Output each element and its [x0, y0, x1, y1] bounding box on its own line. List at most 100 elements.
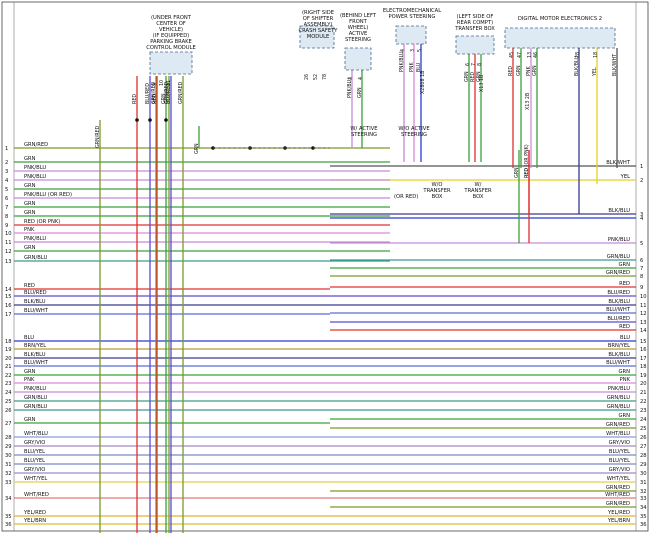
- right-row-label: GRN: [618, 413, 630, 419]
- right-row-number: 34: [640, 505, 647, 511]
- left-row-label: PNK/BLU: [24, 165, 46, 171]
- right-row-number: 14: [640, 328, 647, 334]
- pin-number: 4: [358, 77, 364, 80]
- vertical-wire-label: PNK: [409, 62, 415, 72]
- left-row-label: GRN/BLU: [24, 404, 47, 410]
- left-row-label: RED (OR PNK): [24, 219, 60, 225]
- right-row-label: BLK/WHT: [606, 160, 631, 166]
- right-row-label: GRN/BLU: [607, 395, 630, 401]
- left-row-label: WHT/BLU: [24, 431, 48, 437]
- vertical-wire-label: PNK: [526, 66, 532, 76]
- right-row-label: BLU/RED: [607, 290, 630, 296]
- vertical-wire-label: GRN: [476, 71, 482, 82]
- left-row-label: BLK/BLU: [24, 299, 46, 305]
- module-layer: [149, 25, 616, 75]
- right-row-label: BLU/WHT: [606, 360, 631, 366]
- pbcm-label-4: (IF EQUIPPED): [153, 33, 189, 39]
- right-row-label: RED: [619, 281, 630, 287]
- left-row-number: 16: [5, 303, 12, 309]
- left-row-number: 13: [5, 259, 12, 265]
- right-row-number: 7: [640, 266, 643, 272]
- left-row-number: 30: [5, 453, 12, 459]
- pin-number: 26: [304, 74, 310, 80]
- vertical-wire-label: RED: [152, 94, 158, 104]
- right-row-label: WHT/YEL: [607, 476, 630, 482]
- pin-number: 5: [417, 49, 423, 52]
- csm-label-4: CRASH SAFETY: [299, 28, 339, 34]
- left-row-number: 33: [5, 480, 12, 486]
- left-row-number: 11: [5, 240, 12, 246]
- right-row-label: GRN/BLU: [607, 404, 630, 410]
- vertical-wire-label: GRN: [532, 65, 538, 76]
- left-row-label: GRN: [24, 369, 36, 375]
- vertical-wire-label: PNK/BLU: [399, 51, 405, 72]
- vertical-wire-label: BLK/WHT: [612, 54, 618, 76]
- splice-dot: [148, 118, 152, 122]
- w-transfer-note-1: W/: [475, 182, 482, 188]
- right-row-number: 18: [640, 364, 647, 370]
- parking-brake-module-box: [149, 51, 193, 75]
- pbcm-label-5: PARKING BRAKE: [150, 39, 192, 45]
- left-row-label: GRN: [24, 201, 36, 207]
- left-row-number: 7: [5, 205, 8, 211]
- right-row-label: BLK/BLU: [608, 352, 630, 358]
- left-row-number: 15: [5, 294, 12, 300]
- left-row-label: BLU/YEL: [24, 458, 45, 464]
- csm-label-3: ASSEMBLY): [304, 22, 333, 28]
- left-row-number: 3: [5, 169, 8, 175]
- left-row-number: 36: [5, 522, 12, 528]
- left-row-label: GRN: [24, 245, 36, 251]
- vertical-wire-label: GRN: [516, 65, 522, 76]
- left-row-number: 6: [5, 196, 8, 202]
- right-row-label: PNK/BLU: [608, 386, 630, 392]
- pin-number: 10: [159, 80, 165, 86]
- vertical-wire-label: GRN: [514, 167, 520, 178]
- pin-number: 11: [166, 80, 172, 86]
- dme2-label: DIGITAL MOTOR ELECTRONICS 2: [518, 16, 602, 22]
- right-row-label: GRY/VIO: [609, 467, 630, 473]
- act-label-5: STEERING: [345, 37, 371, 43]
- vertical-wire-label: GRN/RED: [164, 81, 170, 104]
- right-row-label: YEL: [620, 174, 630, 180]
- right-row-label: GRN: [618, 262, 630, 268]
- pin-number: 52: [313, 74, 319, 80]
- left-row-number: 31: [5, 462, 12, 468]
- row-labels: 1GRN/RED2GRN3PNK/BLU4PNK/BLU5GRN6PNK/BLU…: [5, 142, 647, 528]
- connector-label: X13 2B: [525, 93, 531, 110]
- right-row-number: 27: [640, 444, 647, 450]
- pin-number: 13: [527, 52, 533, 58]
- pin-number: 3: [410, 49, 416, 52]
- right-row-label: PNK: [620, 377, 631, 383]
- right-row-number: 17: [640, 356, 647, 362]
- right-row-number: 15: [640, 339, 647, 345]
- w-active-note-2: STEERING: [351, 132, 377, 138]
- left-row-label: PNK: [24, 227, 35, 233]
- pin-number: 47: [517, 52, 523, 58]
- right-row-label: BLK/BLU: [608, 208, 630, 214]
- vertical-wire-label: BLU/RED: [145, 83, 151, 104]
- right-row-label: WHT/RED: [605, 492, 630, 498]
- left-row-label: YEL/RED: [23, 510, 46, 516]
- right-row-label: BLU/RED: [607, 316, 630, 322]
- right-row-number: 33: [640, 496, 647, 502]
- right-row-number: 32: [640, 489, 647, 495]
- right-row-label: GRN/RED: [606, 270, 630, 276]
- right-row-number: 19: [640, 373, 647, 379]
- vertical-wire-label: YEL: [592, 67, 598, 77]
- left-row-label: YEL/BRN: [23, 518, 46, 524]
- right-row-number: 4: [640, 216, 644, 222]
- left-row-label: BLU/WHT: [24, 308, 49, 314]
- right-row-label: PNK/BLU: [608, 237, 630, 243]
- right-row-number: 5: [640, 241, 643, 247]
- act-label-3: WHEEL): [348, 25, 369, 31]
- left-row-number: 10: [5, 231, 12, 237]
- vertical-wire-label: BLK/BLU: [574, 56, 580, 76]
- left-row-number: 34: [5, 496, 12, 502]
- left-row-number: 32: [5, 471, 12, 477]
- right-row-number: 11: [640, 303, 647, 309]
- right-row-label: YEL/RED: [607, 510, 630, 516]
- left-row-number: 9: [5, 223, 8, 229]
- left-row-number: 5: [5, 187, 8, 193]
- left-row-number: 25: [5, 399, 12, 405]
